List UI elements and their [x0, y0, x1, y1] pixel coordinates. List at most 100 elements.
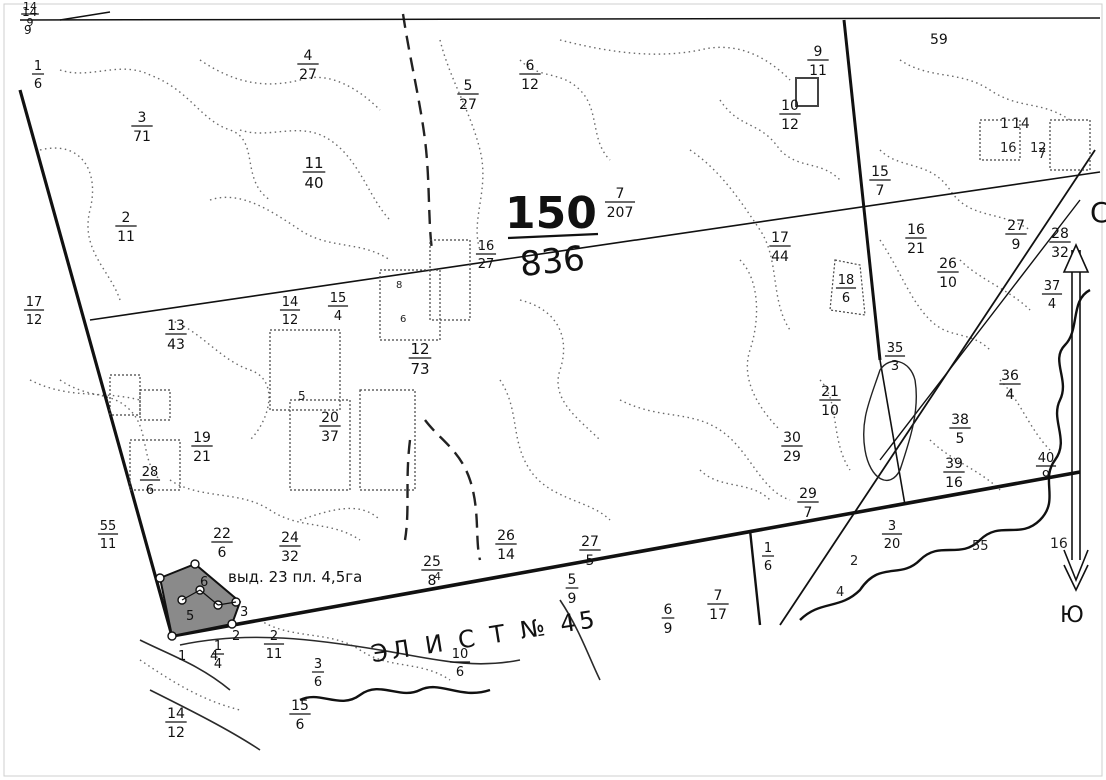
stand-area: 12: [167, 725, 185, 741]
stand-area: 6: [314, 675, 322, 690]
plot-point-label: 6: [200, 575, 208, 590]
stand-number: 1: [214, 639, 222, 654]
stray-label: 4: [434, 570, 441, 583]
stand-number: 13: [167, 318, 185, 334]
stand-label: 286: [139, 465, 161, 498]
stand-number: 25: [423, 554, 441, 570]
stand-label: 226: [211, 526, 233, 561]
stand-number: 39: [945, 456, 963, 472]
sheet-border: [3, 3, 1103, 777]
plot-point-labels: 1 2 3 4 5 6: [178, 575, 248, 664]
stand-label: 385: [949, 412, 971, 447]
stand-number: 38: [951, 412, 969, 428]
plot-point-label: 4: [210, 649, 218, 664]
stand-label: 69: [661, 602, 675, 637]
stand-number: 16: [478, 239, 495, 254]
edge-label: 14: [22, 5, 37, 19]
stand-label: 16: [761, 541, 775, 574]
stand-area: 21: [193, 449, 211, 465]
stand-number: 14: [167, 706, 185, 722]
allotment-polygon[interactable]: [158, 562, 242, 638]
stand-area: 11: [117, 229, 135, 245]
stand-area: 6: [842, 291, 850, 306]
stand-number: 26: [939, 256, 957, 272]
stand-number: 22: [213, 526, 231, 542]
stand-number: 3: [138, 110, 147, 126]
stand-number: 1: [34, 59, 42, 74]
stand-number: 5: [568, 572, 577, 588]
stand-label: 353: [884, 341, 906, 374]
quarter-label: 150 836: [505, 188, 599, 285]
stand-area: 40: [304, 174, 323, 192]
stand-label: 258: [421, 554, 443, 589]
edge-label: 9: [24, 23, 32, 37]
stand-label: 427: [297, 48, 319, 83]
stray-label: 12: [1030, 141, 1047, 156]
stand-area: 10: [821, 403, 839, 419]
compass-south-label: Ю: [1060, 603, 1084, 628]
stand-label: 717: [707, 588, 729, 623]
stand-label: 186: [835, 273, 857, 306]
stand-number: 18: [838, 273, 855, 288]
stand-area: 7: [804, 505, 813, 521]
stray-label: 5: [298, 389, 306, 403]
stand-number: 3: [888, 519, 896, 534]
stand-label: 106: [449, 647, 471, 680]
stand-area: 4: [334, 309, 342, 324]
stand-label: 527: [457, 78, 479, 113]
stand-area: 27: [459, 97, 477, 113]
stand-area: 16: [945, 475, 963, 491]
south-tail-icon: [1063, 549, 1089, 583]
stand-area: 12: [26, 313, 43, 328]
stand-number: 6: [664, 602, 673, 618]
plot-point-label: 1: [178, 649, 186, 664]
stand-label: 297: [797, 486, 819, 521]
stand-area: 9: [664, 621, 673, 637]
quarter-number: 150: [505, 188, 597, 239]
stand-area: 5: [956, 431, 965, 447]
stand-number: 21: [821, 384, 839, 400]
stand-area: 20: [884, 537, 901, 552]
stand-label: 371: [131, 110, 153, 145]
stand-area: 71: [133, 129, 151, 145]
stand-label: 154: [327, 291, 349, 324]
stand-area: 14: [497, 547, 515, 563]
stand-label: 59: [565, 572, 579, 607]
stand-number: 19: [193, 430, 211, 446]
stand-number: 28: [1051, 226, 1069, 242]
stray-label: 16: [1000, 141, 1017, 156]
stand-area: 12: [282, 313, 299, 328]
quarter-boundaries: [18, 11, 1101, 638]
stand-number: 15: [871, 164, 889, 180]
stand-number: 6: [526, 58, 535, 74]
stray-label: 7: [1038, 147, 1046, 162]
stray-label: 14: [1012, 116, 1030, 132]
stand-label: 156: [289, 698, 311, 733]
stand-number: 26: [497, 528, 515, 544]
stray-label: 16: [1050, 536, 1068, 552]
stand-label: 279: [1005, 218, 1027, 253]
stand-area: 6: [218, 545, 227, 561]
stand-label: 374: [1041, 279, 1063, 312]
built-plots: [109, 77, 1091, 491]
stand-label: 211: [115, 210, 137, 245]
stand-area: 27: [299, 67, 317, 83]
stand-area: 7: [876, 183, 885, 199]
stand-label: 275: [579, 534, 601, 569]
compass-north-label: С: [1090, 196, 1106, 229]
stand-number: 4: [304, 48, 313, 64]
plot-point-label: 2: [232, 629, 240, 644]
